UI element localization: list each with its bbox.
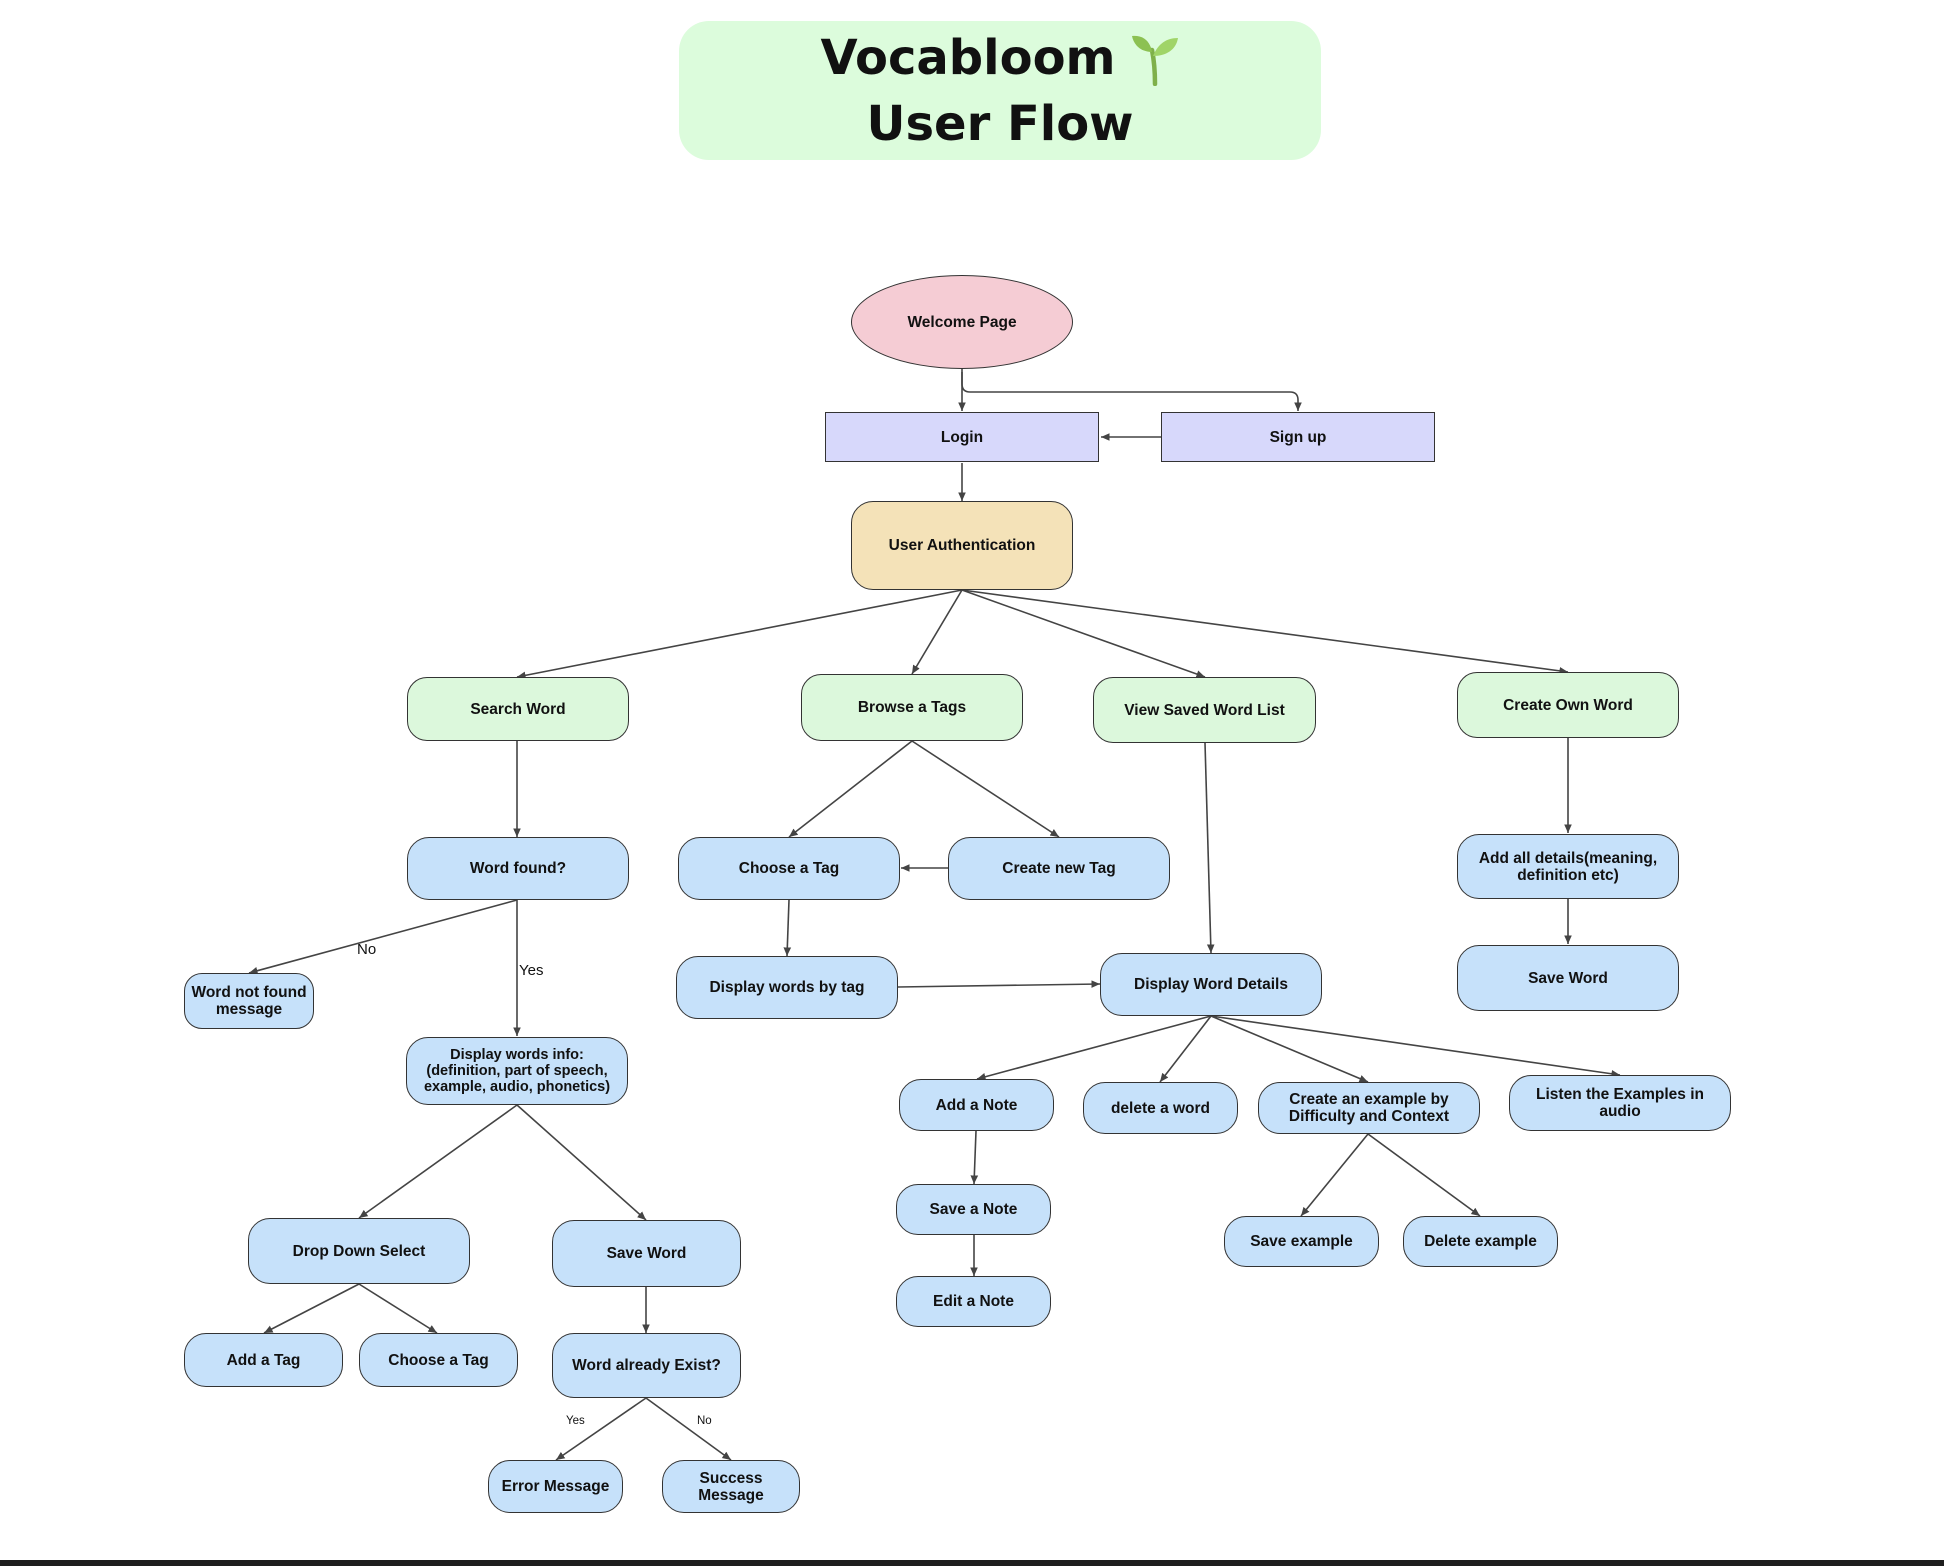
save-word-right-node: Save Word [1457, 945, 1679, 1011]
edge-details-addnote [976, 1015, 1212, 1081]
edge-welcome-signup [961, 372, 1302, 411]
edge-dropdown-choosetag [358, 1283, 438, 1334]
edge-label-no-small: No [697, 1415, 712, 1427]
save-note-node: Save a Note [896, 1184, 1051, 1235]
delete-word-node: delete a word [1083, 1082, 1238, 1134]
save-example-node: Save example [1224, 1216, 1379, 1267]
edge-label-yes-small: Yes [566, 1415, 585, 1427]
edge-label-yes: Yes [519, 962, 544, 979]
edge-example-delete [1367, 1133, 1481, 1217]
edge-details-example [1210, 1015, 1369, 1083]
success-message-node: Success Message [662, 1460, 800, 1513]
welcome-page-node: Welcome Page [851, 275, 1073, 369]
display-words-info-node: Display words info: (definition, part of… [406, 1037, 628, 1105]
edge-addnote-savenote [970, 1130, 979, 1185]
edge-details-delete [1159, 1015, 1212, 1083]
login-node: Login [825, 412, 1099, 462]
error-message-node: Error Message [488, 1460, 623, 1513]
edge-choosetag-display [783, 899, 792, 957]
edge-exist-success [645, 1397, 732, 1461]
edge-label-no: No [357, 941, 377, 958]
browse-tags-node: Browse a Tags [801, 674, 1023, 741]
edge-browse-create [911, 740, 1060, 838]
add-tag-node: Add a Tag [184, 1333, 343, 1387]
word-found-node: Word found? [407, 837, 629, 900]
edge-auth-create [961, 589, 1569, 675]
save-word-node: Save Word [552, 1220, 741, 1287]
edge-browse-choose [788, 740, 913, 838]
signup-node: Sign up [1161, 412, 1435, 462]
edge-info-dropdown [358, 1104, 518, 1219]
title-line-1: Vocabloom [820, 25, 1179, 91]
view-saved-list-node: View Saved Word List [1093, 677, 1316, 743]
word-not-found-node: Word not found message [184, 973, 314, 1029]
add-all-details-node: Add all details(meaning, definition etc) [1457, 834, 1679, 899]
sprout-icon [1131, 35, 1178, 86]
create-example-node: Create an example by Difficulty and Cont… [1258, 1082, 1480, 1134]
edge-auth-search [516, 589, 963, 680]
choose-tag-2-node: Choose a Tag [359, 1333, 518, 1387]
create-own-word-node: Create Own Word [1457, 672, 1679, 738]
title-line-2: User Flow [866, 95, 1134, 152]
edge-auth-browse [911, 589, 963, 675]
delete-example-node: Delete example [1403, 1216, 1558, 1267]
edge-exist-error [555, 1397, 647, 1461]
edge-bytag-details [897, 980, 1101, 988]
add-note-node: Add a Note [899, 1079, 1054, 1131]
dropdown-select-node: Drop Down Select [248, 1218, 470, 1284]
edge-details-listen [1210, 1015, 1621, 1078]
edge-dropdown-addtag [263, 1283, 360, 1334]
listen-examples-node: Listen the Examples in audio [1509, 1075, 1731, 1131]
app-name: Vocabloom [820, 29, 1116, 86]
edit-note-node: Edit a Note [896, 1276, 1051, 1327]
edge-info-saveword [516, 1104, 647, 1221]
edge-auth-view [961, 589, 1206, 678]
title-banner: Vocabloom User Flow [679, 21, 1321, 160]
edge-found-no [248, 899, 518, 975]
choose-tag-node: Choose a Tag [678, 837, 900, 900]
display-words-by-tag-node: Display words by tag [676, 956, 898, 1019]
edge-view-details [1204, 742, 1215, 954]
bottom-bar [0, 1560, 1944, 1566]
display-word-details-node: Display Word Details [1100, 953, 1322, 1016]
user-authentication-node: User Authentication [851, 501, 1073, 590]
edge-example-save [1300, 1133, 1369, 1217]
word-already-exist-node: Word already Exist? [552, 1333, 741, 1398]
create-new-tag-node: Create new Tag [948, 837, 1170, 900]
search-word-node: Search Word [407, 677, 629, 741]
